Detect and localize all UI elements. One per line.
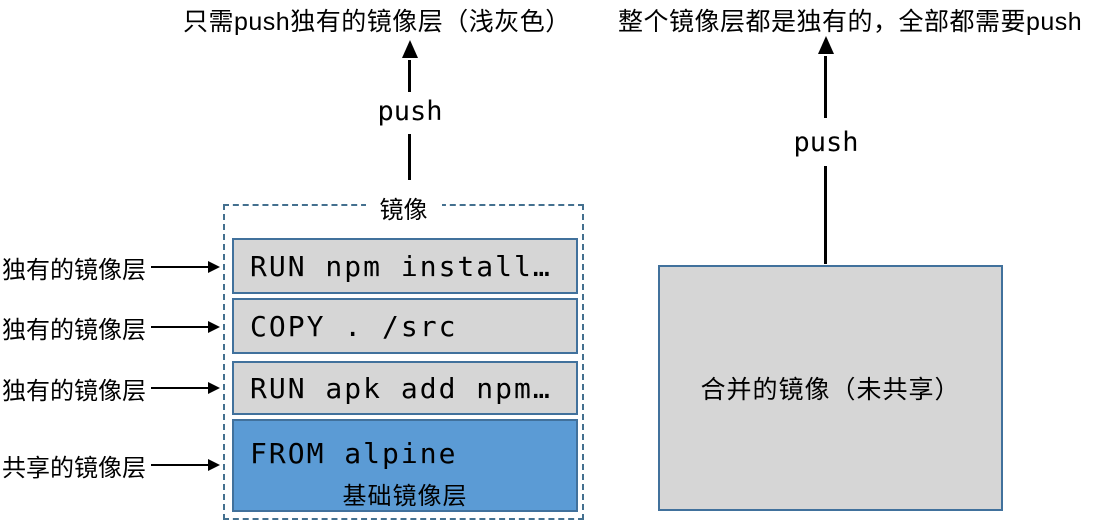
layer-copy-src: COPY . /src: [232, 298, 578, 354]
arrow-line: [408, 134, 411, 180]
side-label: 独有的镜像层: [2, 316, 146, 344]
side-label-row-unique-2: 独有的镜像层: [2, 312, 220, 344]
layer-from-alpine: FROM alpine 基础镜像层: [232, 419, 578, 512]
arrow-line: [824, 166, 827, 264]
image-container-title: 镜像: [365, 190, 442, 225]
arrow-line: [824, 56, 827, 118]
layer-text: RUN apk add npm…: [250, 371, 552, 405]
arrow-right-icon: [151, 321, 220, 333]
arrow-line: [408, 60, 411, 92]
push-label-left: push: [377, 96, 443, 127]
heading-all-layers-push: 整个镜像层都是独有的，全部都需要push: [618, 8, 1083, 36]
arrow-up-icon: [402, 40, 418, 58]
arrow-right-icon: [151, 261, 220, 273]
side-label-row-shared: 共享的镜像层: [2, 450, 220, 482]
layer-run-npm-install: RUN npm install…: [232, 238, 578, 294]
base-layer-label: 基础镜像层: [342, 483, 468, 510]
side-label: 共享的镜像层: [2, 454, 146, 482]
merged-image-label: 合并的镜像（未共享）: [700, 376, 961, 404]
layer-text: FROM alpine: [250, 437, 458, 470]
layer-run-apk-add: RUN apk add npm…: [232, 361, 578, 415]
arrow-up-icon: [818, 36, 834, 54]
side-label: 独有的镜像层: [2, 256, 146, 284]
arrow-right-icon: [151, 382, 220, 394]
merged-image-box: 合并的镜像（未共享）: [658, 265, 1003, 511]
image-container: 镜像: [223, 190, 584, 520]
push-label-right: push: [793, 127, 859, 158]
arrow-right-icon: [151, 459, 220, 471]
side-label-row-unique-1: 独有的镜像层: [2, 252, 220, 284]
side-label: 独有的镜像层: [2, 377, 146, 405]
layer-text: RUN npm install…: [250, 249, 552, 283]
side-label-row-unique-3: 独有的镜像层: [2, 373, 220, 405]
layer-text: COPY . /src: [250, 309, 458, 343]
heading-unique-layers-push: 只需push独有的镜像层（浅灰色）: [183, 8, 571, 36]
